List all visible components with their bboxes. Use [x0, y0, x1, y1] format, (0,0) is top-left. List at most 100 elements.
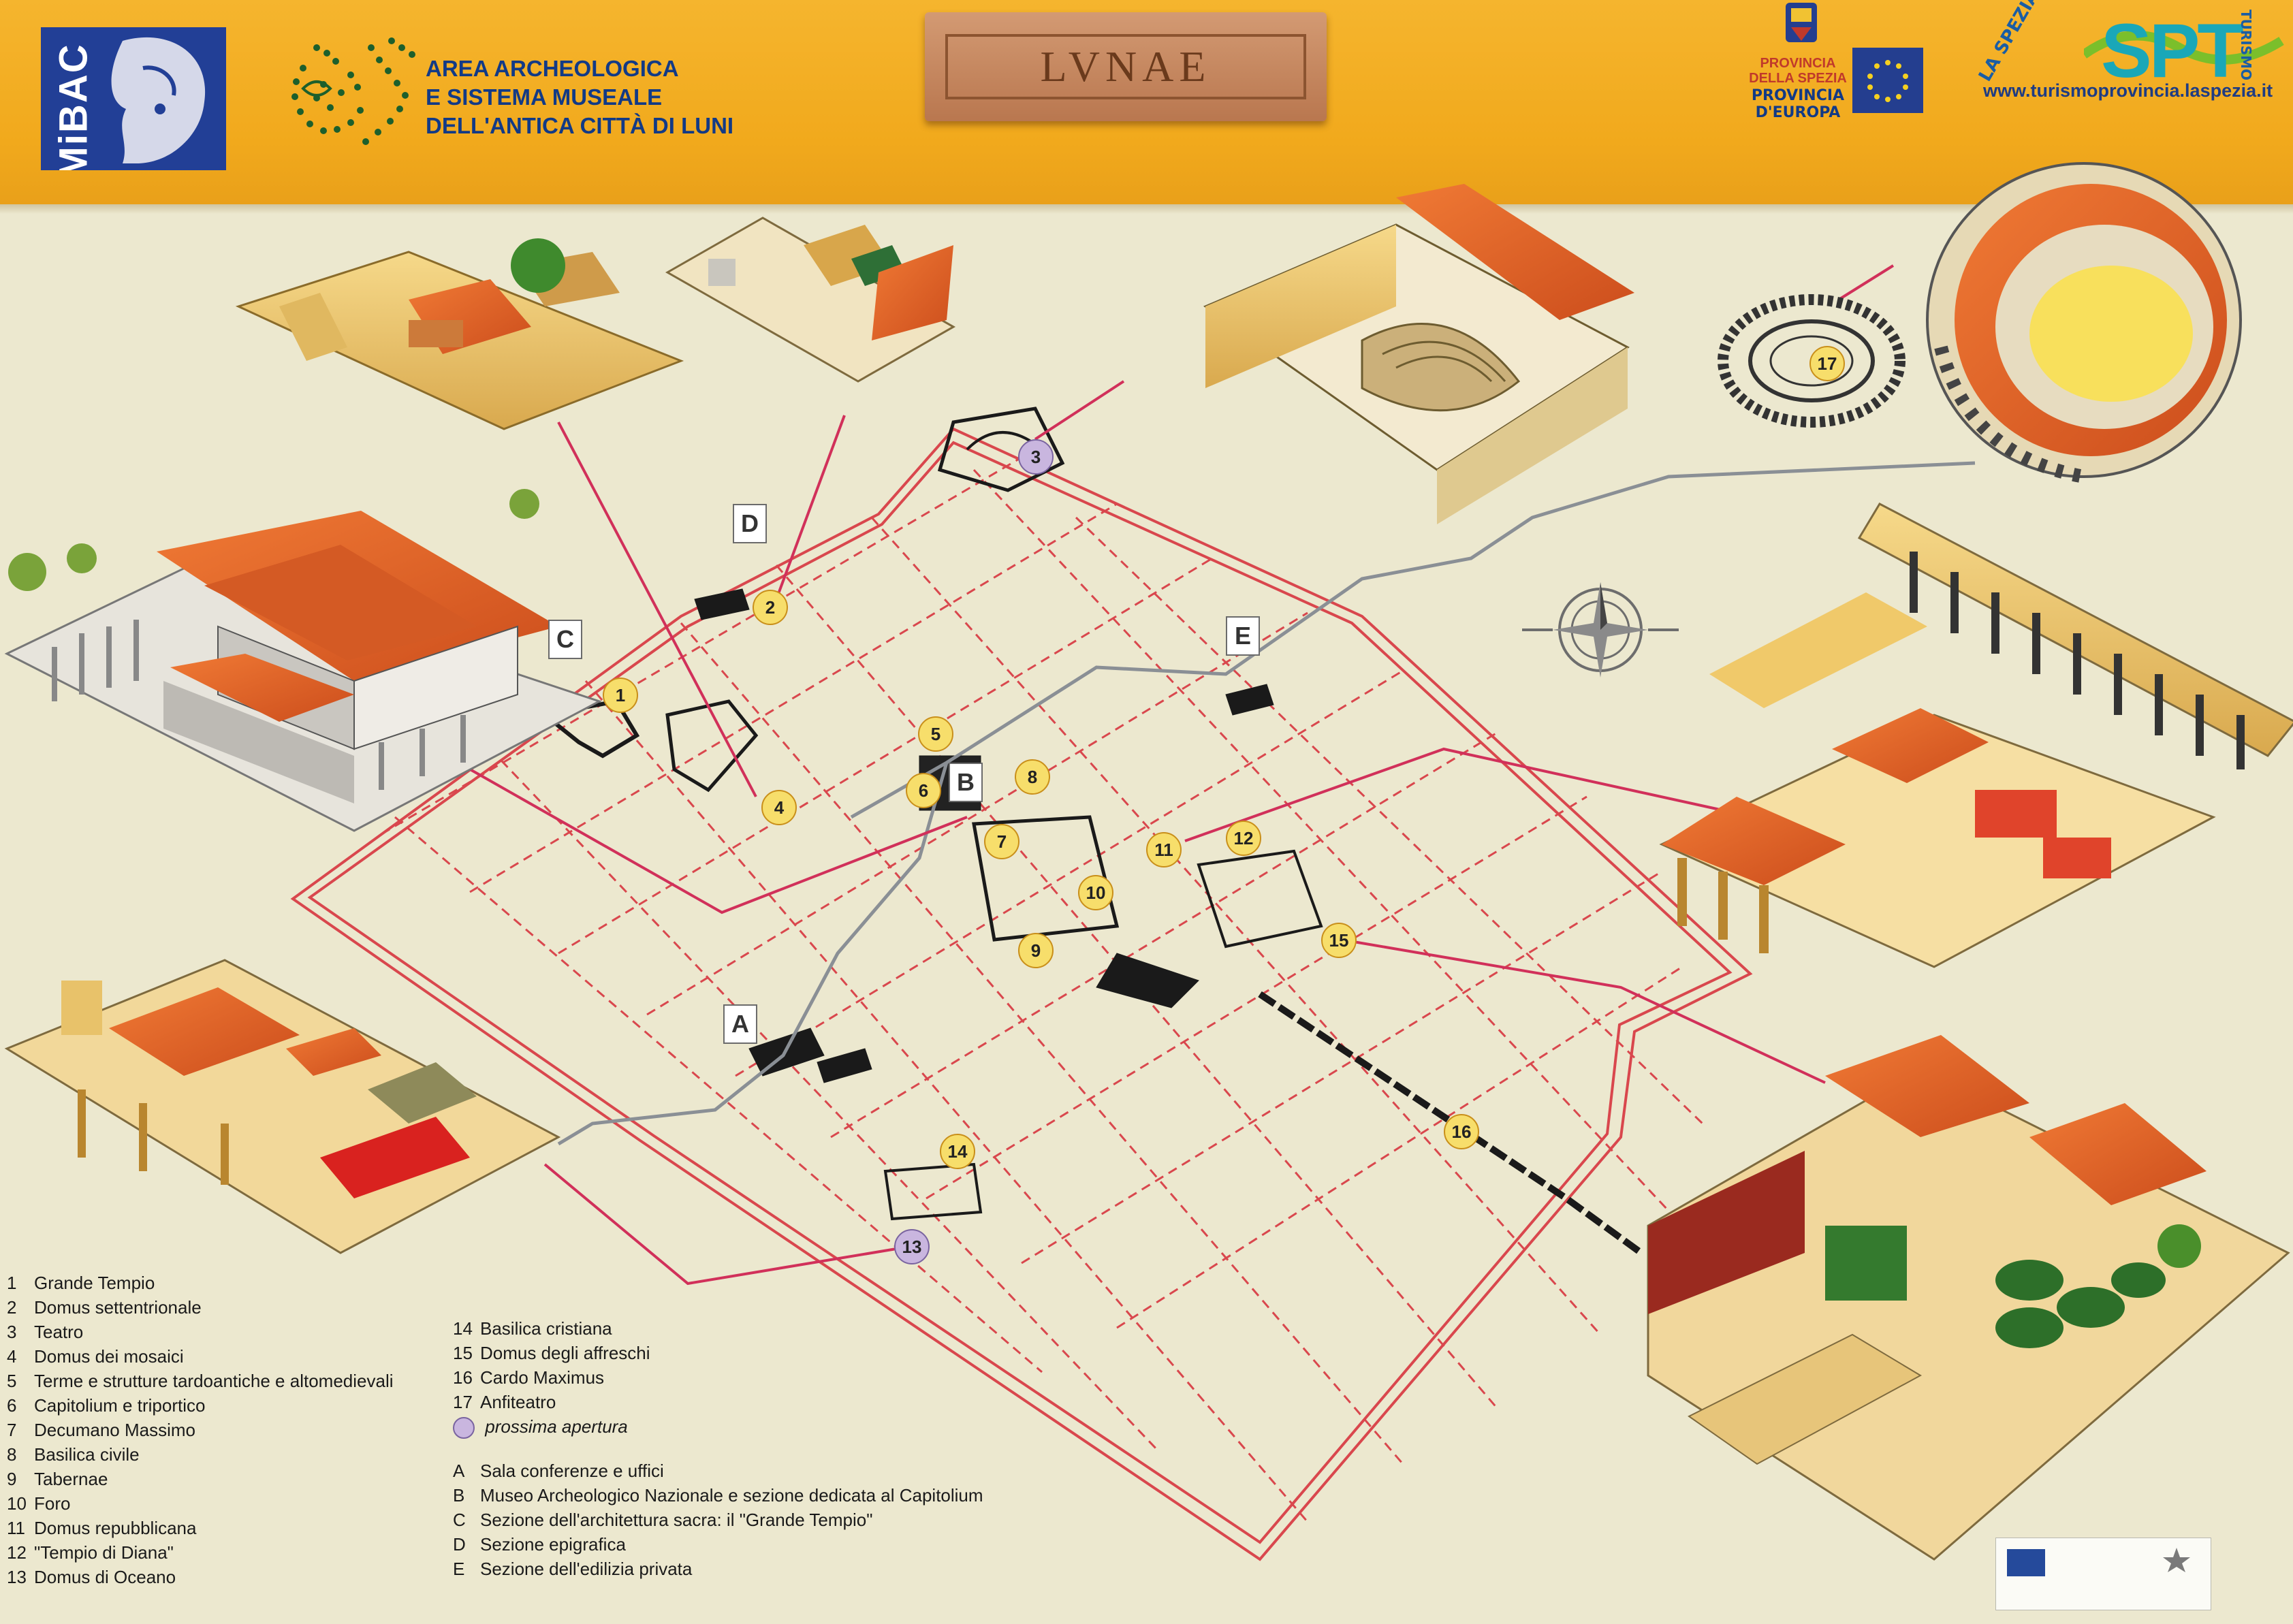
callout-lines [422, 264, 1895, 1286]
legend-row: 2 Domus settentrionale [7, 1295, 394, 1320]
site-marker-label: 4 [774, 797, 785, 818]
letter-marker-label: A [731, 1010, 749, 1038]
letter-marker-E[interactable]: E [1226, 616, 1260, 656]
legend-number: 2 [7, 1297, 17, 1318]
site-marker-15[interactable]: 15 [1321, 923, 1357, 958]
teatro-illustration [1203, 184, 1634, 524]
mibac-head-icon [111, 37, 206, 164]
luni-dotted-logo-icon[interactable] [276, 27, 426, 163]
site-marker-label: 10 [1086, 882, 1106, 903]
legend-label: Teatro [34, 1322, 84, 1342]
legend-number: 8 [7, 1444, 17, 1465]
site-marker-5[interactable]: 5 [918, 716, 953, 752]
site-marker-9[interactable]: 9 [1018, 933, 1054, 968]
domus-oceano-illustration [1647, 1035, 2290, 1561]
website-link[interactable]: www.turismoprovincia.laspezia.it [1983, 80, 2273, 101]
mibac-logo[interactable]: MiBAC [41, 27, 226, 170]
site-marker-11[interactable]: 11 [1146, 832, 1182, 867]
legend-label: Sala conferenze e uffici [480, 1461, 664, 1481]
site-marker-label: 6 [918, 780, 929, 801]
lunae-plaque-frame: LVNAE [945, 34, 1306, 99]
site-marker-label: 5 [930, 723, 941, 744]
legend-row: 8 Basilica civile [7, 1442, 394, 1467]
area-title-line: AREA ARCHEOLOGICA [426, 56, 679, 81]
site-marker-label: 1 [615, 684, 626, 705]
site-marker-7[interactable]: 7 [984, 824, 1019, 859]
legend-label: Basilica civile [34, 1444, 140, 1465]
site-marker-label: 13 [902, 1236, 922, 1257]
funding-credits-box [1995, 1538, 2211, 1610]
legend-label: Sezione dell'architettura sacra: il "Gra… [480, 1510, 873, 1530]
letter-marker-C[interactable]: C [548, 620, 582, 659]
legend-letter: B [453, 1485, 465, 1506]
italian-emblem-icon [2163, 1548, 2190, 1572]
site-marker-label: 8 [1027, 766, 1038, 787]
legend-row: A Sala conferenze e uffici [453, 1459, 983, 1483]
site-marker-3[interactable]: 3 [1018, 439, 1054, 475]
site-marker-1[interactable]: 1 [603, 678, 638, 713]
legend-label: Terme e strutture tardoantiche e altomed… [34, 1371, 394, 1391]
anfiteatro-plan-illustration [1718, 294, 1905, 428]
province-logo-line: DELLA SPEZIA [1749, 71, 1847, 86]
site-marker-10[interactable]: 10 [1078, 875, 1113, 910]
legend-number: 12 [7, 1542, 27, 1563]
legend-row: C Sezione dell'architettura sacra: il "Gr… [453, 1508, 983, 1532]
legend-row: 3 Teatro [7, 1320, 394, 1344]
compass-rose-icon [1522, 582, 1679, 678]
province-crest-icon[interactable] [1771, 0, 1832, 54]
spt-wave-icon[interactable] [2084, 0, 2288, 80]
legend-label: Domus repubblicana [34, 1518, 197, 1538]
area-title: AREA ARCHEOLOGICA E SISTEMA MUSEALE DELL… [426, 54, 780, 140]
letter-marker-B[interactable]: B [949, 763, 983, 802]
banner-shadow [0, 204, 2293, 214]
site-marker-6[interactable]: 6 [906, 773, 941, 808]
site-marker-label: 16 [1451, 1121, 1472, 1142]
site-marker-12[interactable]: 12 [1226, 821, 1261, 856]
province-europa-line: PROVINCIA [1751, 87, 1845, 104]
site-marker-14[interactable]: 14 [940, 1134, 975, 1169]
letter-marker-label: C [556, 625, 574, 653]
legend-number: 15 [453, 1343, 473, 1363]
site-marker-17[interactable]: 17 [1809, 346, 1845, 381]
legend-label: Museo Archeologico Nazionale e sezione d… [480, 1485, 983, 1506]
site-marker-4[interactable]: 4 [761, 790, 797, 825]
legend-label: Domus settentrionale [34, 1297, 202, 1318]
legend-upcoming-label: prossima apertura [485, 1416, 628, 1437]
legend-label: Domus di Oceano [34, 1567, 176, 1587]
site-marker-label: 2 [765, 596, 776, 618]
legend-number: 6 [7, 1395, 17, 1416]
letter-marker-label: D [741, 509, 759, 537]
legend-label: Tabernae [34, 1469, 108, 1489]
city-wall [290, 427, 1753, 1561]
site-marker-16[interactable]: 16 [1444, 1114, 1479, 1149]
site-marker-label: 9 [1030, 940, 1041, 961]
legend-number: 3 [7, 1322, 17, 1342]
legend-letter: C [453, 1510, 466, 1530]
site-marker-2[interactable]: 2 [753, 590, 788, 625]
letter-marker-A[interactable]: A [723, 1004, 757, 1044]
spt-logo-text: SPT [2101, 8, 2244, 93]
domus-mosaici-upper-illustration [665, 217, 956, 383]
site-marker-label: 14 [947, 1141, 968, 1162]
legend-letter: D [453, 1534, 466, 1555]
letter-marker-D[interactable]: D [733, 504, 767, 543]
area-title-line: DELL'ANTICA CITTÀ DI LUNI [426, 113, 734, 138]
province-logo-line: PROVINCIA [1760, 56, 1836, 71]
area-title-line: E SISTEMA MUSEALE [426, 84, 663, 110]
site-marker-13[interactable]: 13 [894, 1229, 930, 1264]
legend-number: 5 [7, 1371, 17, 1391]
site-marker-8[interactable]: 8 [1015, 759, 1050, 795]
legend-letter: A [453, 1461, 465, 1481]
site-marker-label: 11 [1154, 839, 1173, 860]
anfiteatro-illustration [1926, 162, 2242, 483]
site-marker-label: 17 [1817, 353, 1837, 374]
legend-upcoming: prossima apertura [453, 1414, 650, 1439]
province-logo-text: PROVINCIA DELLA SPEZIA [1743, 56, 1852, 86]
